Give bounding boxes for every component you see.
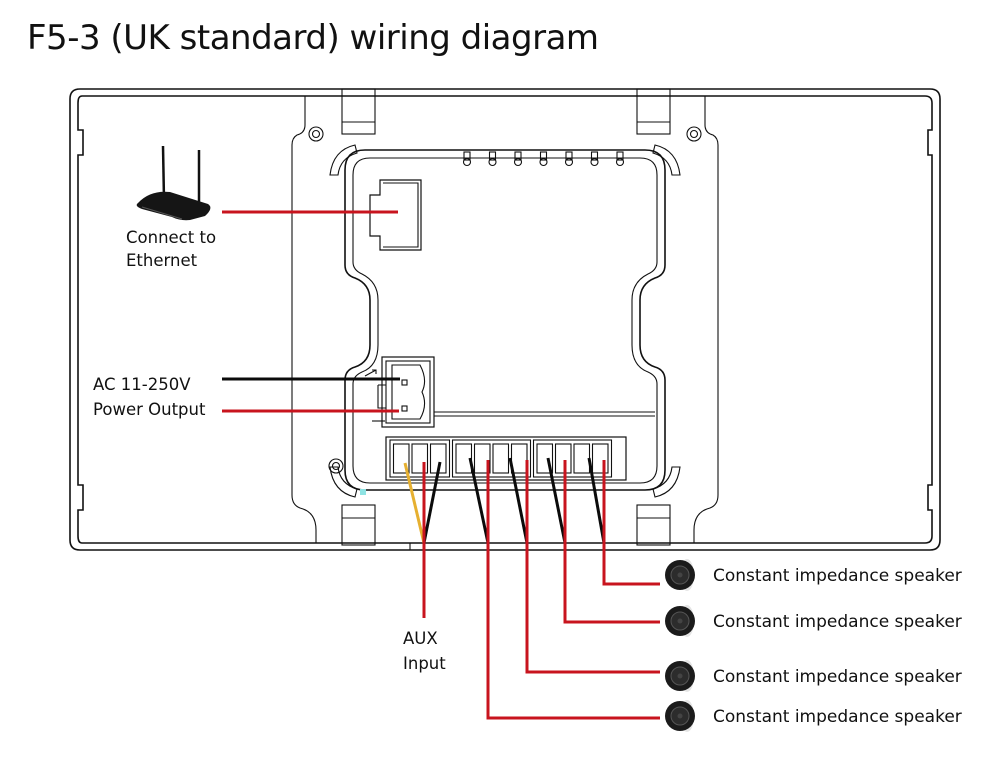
speaker-label: Constant impedance speaker	[713, 612, 962, 632]
speaker-icon	[665, 605, 695, 637]
ethernet-label-line2: Ethernet	[126, 251, 198, 270]
led-indicator	[590, 151, 599, 167]
terminal-group	[532, 439, 613, 478]
device-frame	[69, 88, 941, 551]
speaker-icon	[665, 660, 695, 692]
led-indicator	[615, 151, 625, 167]
speaker-label: Constant impedance speaker	[713, 566, 962, 586]
power-label-line1: AC 11-250V	[93, 375, 191, 394]
speaker-live-wire	[602, 460, 660, 586]
speaker-live-wire	[563, 460, 660, 624]
speaker-neutral-wire	[508, 457, 529, 544]
led-indicator	[513, 151, 523, 167]
aux-wire-left	[403, 462, 426, 544]
led-indicator	[539, 151, 548, 167]
terminal-slot	[411, 443, 429, 474]
indicator-leds	[462, 151, 625, 167]
speaker-label: Constant impedance speaker	[713, 667, 962, 687]
aux-label-line1: AUX	[403, 629, 438, 648]
screw-bottom-left	[328, 458, 344, 474]
screw-top-left	[308, 126, 324, 142]
speaker-neutral-wire	[468, 457, 490, 544]
speaker-item: Constant impedance speaker	[665, 660, 962, 692]
led-indicator	[564, 151, 574, 167]
terminal-wires	[468, 457, 606, 544]
speaker-wires	[486, 460, 660, 720]
speaker-neutral-wire	[546, 457, 567, 544]
speaker-neutral-wire	[587, 457, 606, 544]
mounting-screws	[308, 126, 702, 474]
speaker-item: Constant impedance speaker	[665, 559, 962, 591]
ethernet-port	[369, 179, 422, 251]
speaker-icon	[665, 700, 695, 732]
speaker-live-wire	[525, 460, 660, 674]
screw-top-right	[686, 126, 702, 142]
terminal-group	[389, 439, 451, 478]
circuit-board-outline	[329, 144, 681, 498]
led-indicator	[488, 151, 497, 167]
aux-label-line2: Input	[403, 654, 446, 673]
terminal-group	[451, 439, 532, 478]
aux-wire-ground	[422, 461, 442, 544]
ethernet-label-line1: Connect to	[126, 228, 216, 247]
led-indicator	[462, 151, 472, 167]
terminal-slot	[492, 443, 510, 474]
terminal-slot	[392, 443, 410, 474]
aux-input-wires	[403, 461, 442, 618]
power-connector	[364, 356, 435, 428]
speaker-icon	[665, 559, 695, 591]
terminal-slot	[591, 443, 609, 474]
router-icon	[136, 145, 211, 221]
terminal-slot	[554, 443, 572, 474]
terminal-slot	[536, 443, 554, 474]
speaker-item: Constant impedance speaker	[665, 605, 962, 637]
speaker-label: Constant impedance speaker	[713, 707, 962, 727]
diagram-title: F5-3 (UK standard) wiring diagram	[27, 18, 599, 58]
speaker-live-wire	[486, 460, 660, 720]
terminal-slot	[473, 443, 491, 474]
speaker-item: Constant impedance speaker	[665, 700, 962, 732]
power-label-line2: Power Output	[93, 400, 206, 419]
